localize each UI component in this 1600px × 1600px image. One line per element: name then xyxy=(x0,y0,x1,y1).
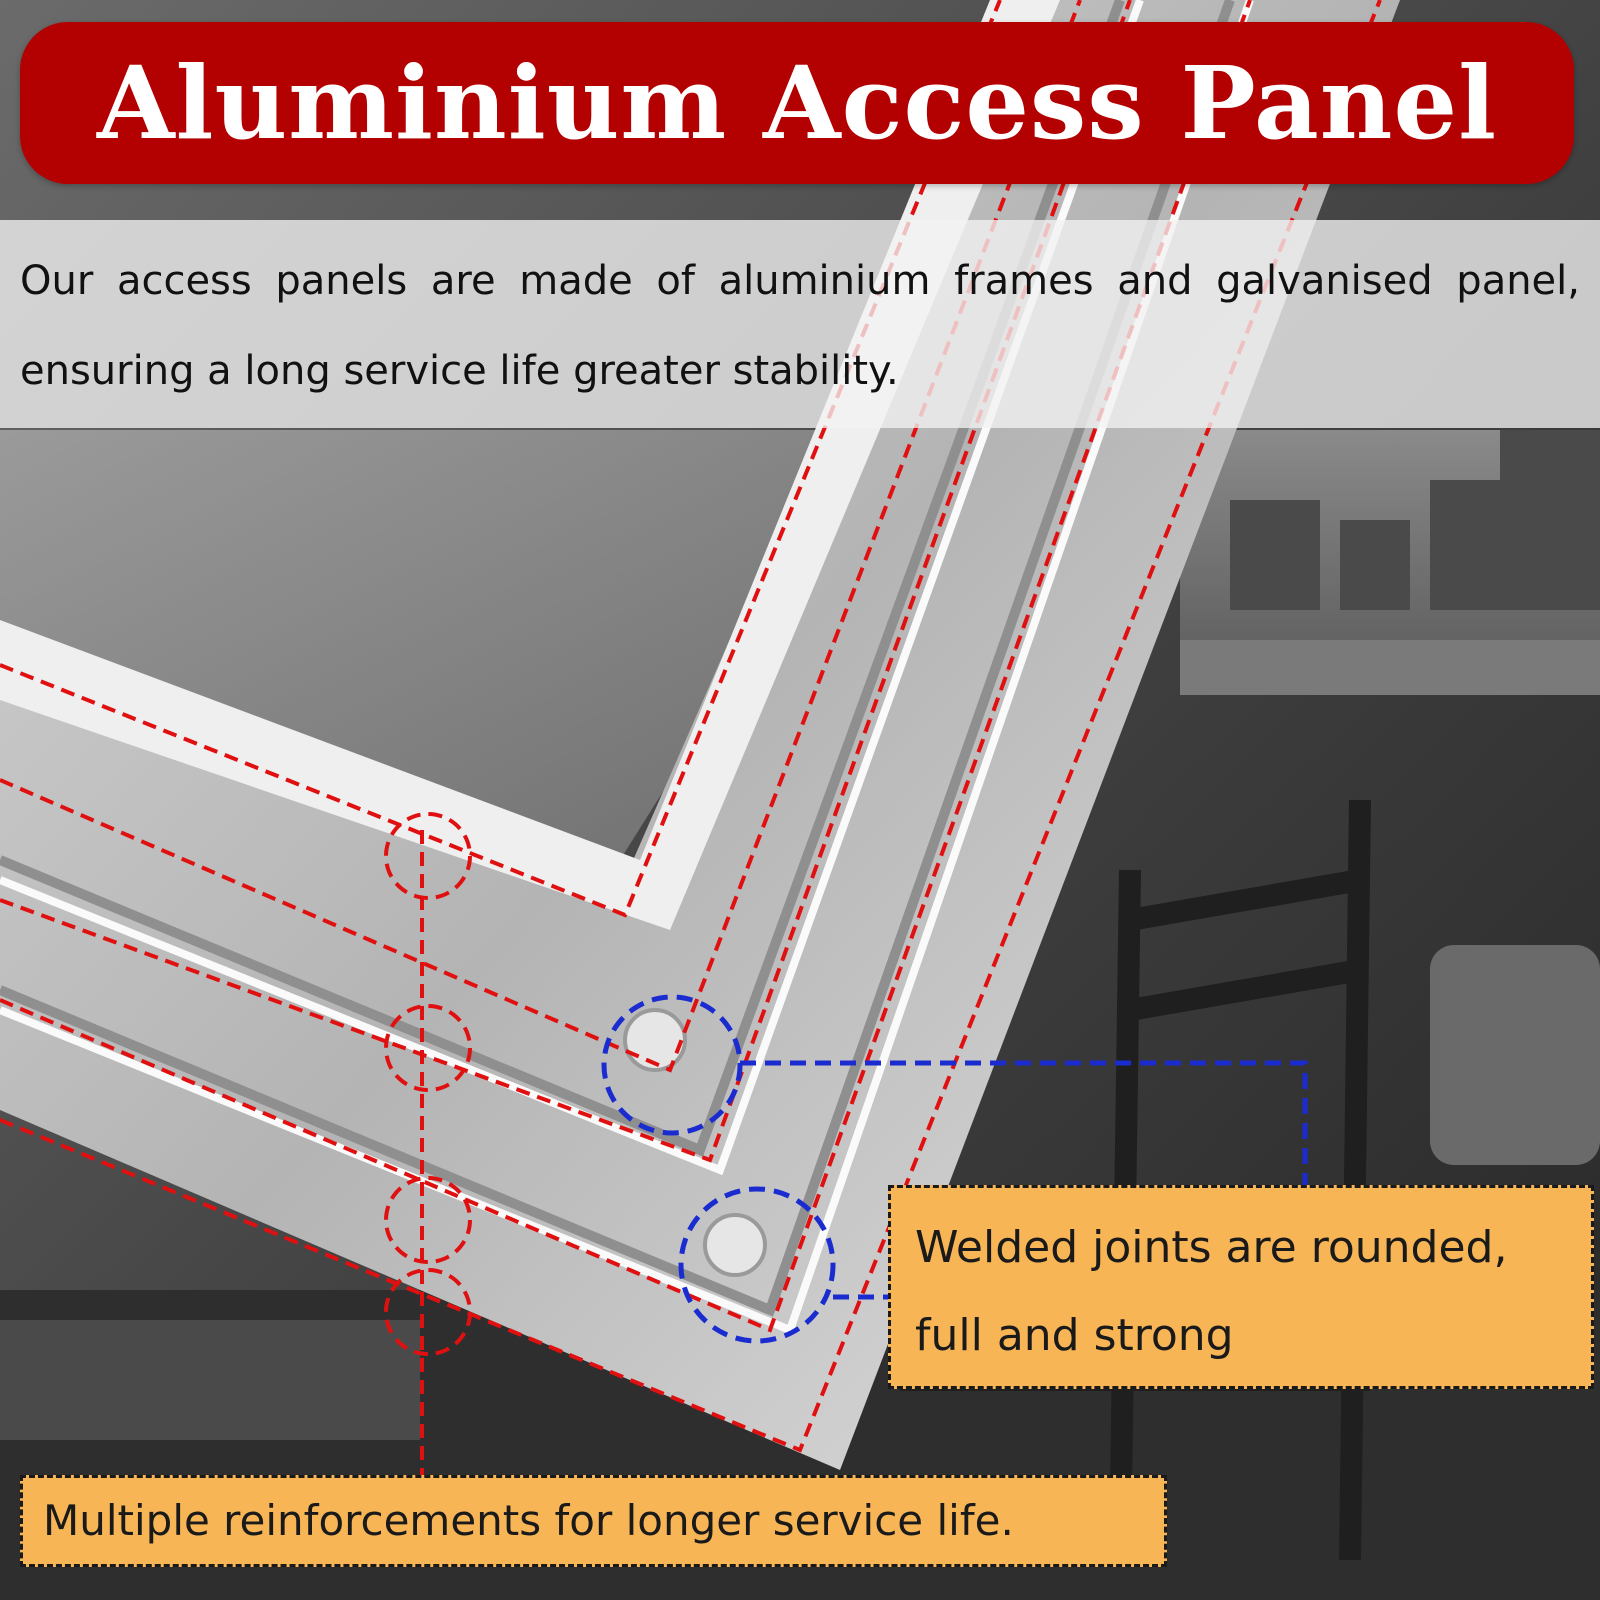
buildings xyxy=(1230,430,1600,610)
galvanised-panel xyxy=(0,430,890,860)
intro-band xyxy=(0,220,1600,428)
welded-joints-line-1: Welded joints are rounded, xyxy=(915,1222,1508,1273)
page-title: Aluminium Access Panel xyxy=(96,44,1498,162)
title-banner: Aluminium Access Panel xyxy=(20,22,1574,184)
dashed-circle-icon xyxy=(384,812,472,900)
welded-joints-callout: Welded joints are rounded, full and stro… xyxy=(888,1185,1594,1389)
dashed-circle-icon xyxy=(384,1268,472,1356)
intro-description: Our access panels are made of aluminium … xyxy=(20,258,1580,394)
dashed-circle-icon xyxy=(384,1004,472,1092)
welded-joints-line-2: full and strong xyxy=(915,1310,1234,1361)
wicker-stool xyxy=(0,1320,420,1440)
weld-bead xyxy=(703,1213,767,1277)
weld-bead xyxy=(623,1008,687,1072)
dashed-circle-icon xyxy=(678,1186,836,1344)
railing xyxy=(1180,640,1600,695)
red-marker-circles xyxy=(384,812,472,1356)
reinforcements-callout: Multiple reinforcements for longer servi… xyxy=(20,1475,1167,1567)
reinforcements-text: Multiple reinforcements for longer servi… xyxy=(43,1496,1014,1545)
blue-weld-markers xyxy=(601,994,1308,1344)
dashed-circle-icon xyxy=(384,1176,472,1264)
ottoman xyxy=(1430,945,1600,1165)
